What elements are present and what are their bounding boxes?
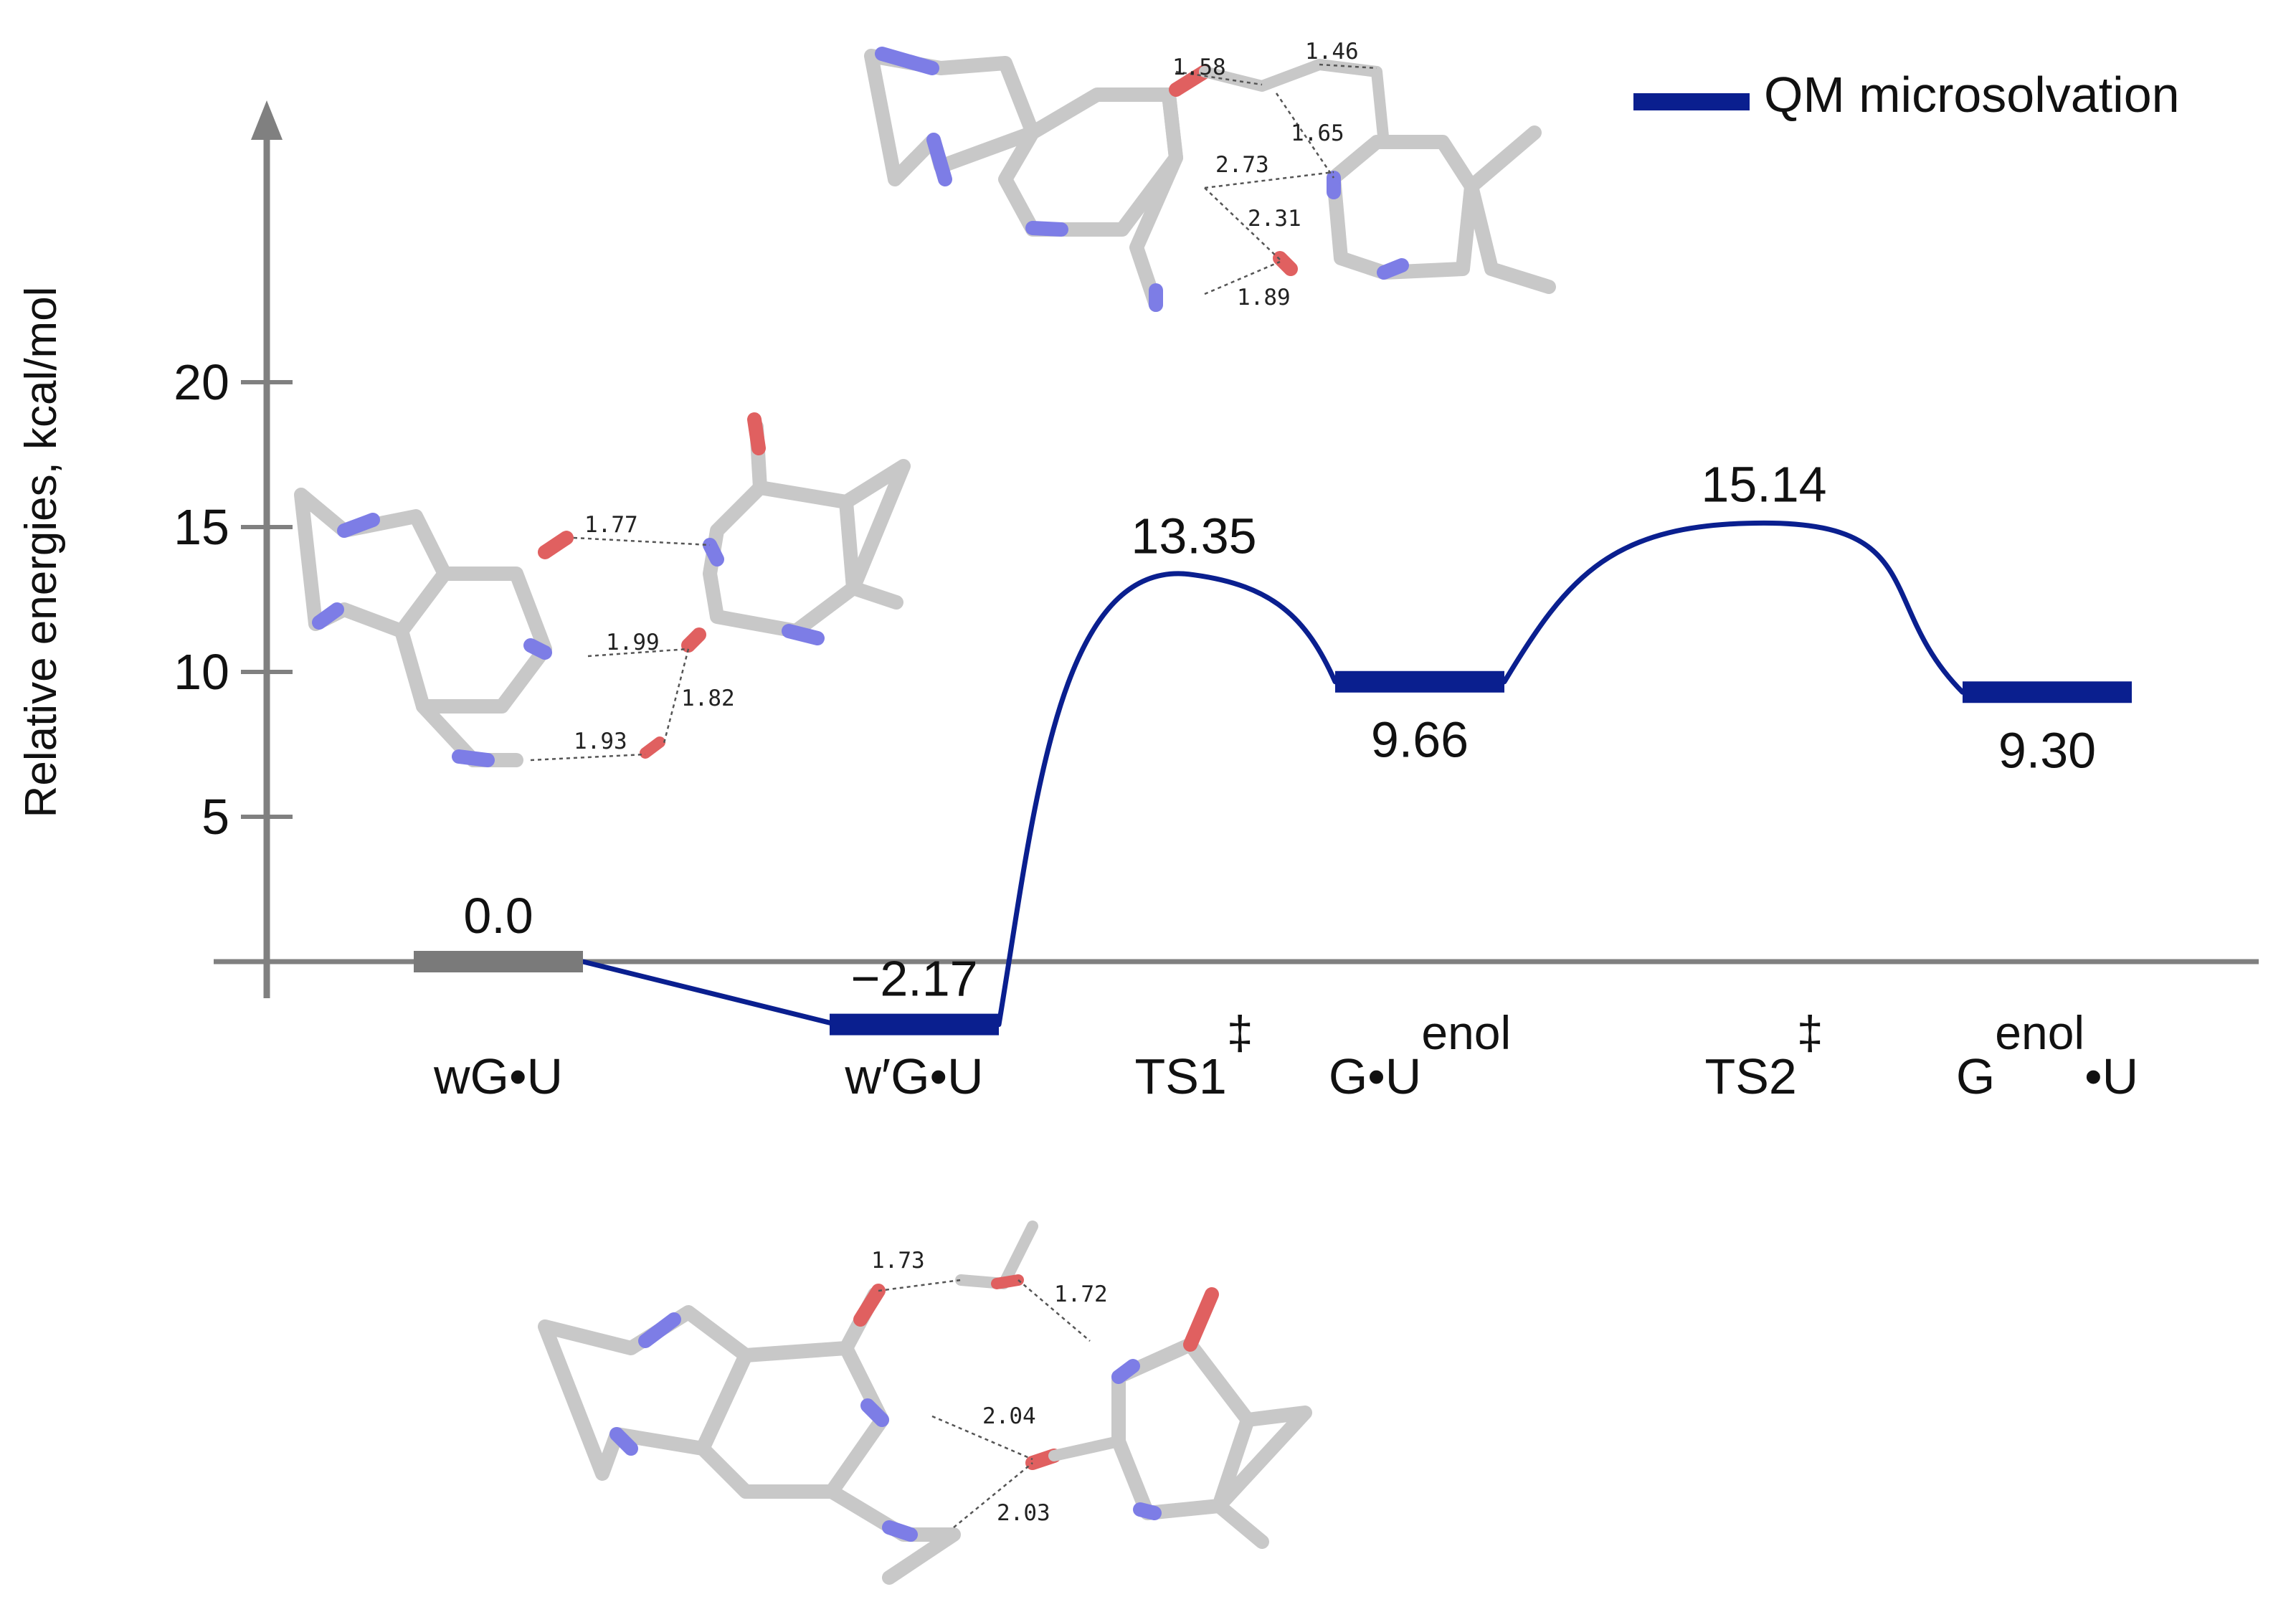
distance-label: 2.04 bbox=[982, 1403, 1036, 1429]
molecule-structure-bottom: 1.73 1.72 2.04 2.03 bbox=[538, 1221, 1312, 1585]
distance-label: 1.72 bbox=[1054, 1281, 1108, 1307]
distance-label: 2.73 bbox=[1215, 152, 1269, 178]
y-tick-label: 20 bbox=[174, 354, 229, 410]
distance-label: 1.73 bbox=[871, 1248, 925, 1274]
data-label: 0.0 bbox=[463, 888, 533, 944]
distance-label: 1.89 bbox=[1237, 285, 1291, 311]
x-tick-label: TS2‡ bbox=[1704, 1006, 1823, 1104]
x-tick-label: G•Uenol bbox=[1329, 1006, 1511, 1104]
data-label: 9.30 bbox=[1998, 722, 2096, 778]
y-tick-label: 10 bbox=[174, 644, 229, 700]
x-tick-label: Genol•U bbox=[1956, 1006, 2138, 1104]
distance-label: 1.58 bbox=[1172, 54, 1226, 80]
distance-label: 1.46 bbox=[1305, 39, 1359, 65]
y-axis-label: Relative energies, kcal/mol bbox=[16, 287, 66, 818]
y-ticks: 5 10 15 20 bbox=[174, 354, 293, 845]
legend: QM microsolvation bbox=[1633, 67, 2180, 123]
distance-label: 1.77 bbox=[584, 512, 638, 538]
distance-label: 1.65 bbox=[1291, 120, 1344, 146]
y-tick-label: 15 bbox=[174, 499, 229, 555]
x-tick-label: w′G•U bbox=[844, 1048, 983, 1104]
data-label: 9.66 bbox=[1371, 712, 1469, 768]
data-label: 15.14 bbox=[1701, 456, 1826, 512]
x-tick-label: wG•U bbox=[433, 1048, 563, 1104]
distance-label: 2.03 bbox=[997, 1500, 1050, 1526]
legend-label: QM microsolvation bbox=[1764, 67, 2180, 123]
molecule-structure-top: 1.58 1.46 1.65 2.73 2.31 1.89 bbox=[864, 39, 1556, 312]
distance-label: 1.93 bbox=[574, 729, 627, 754]
series-line bbox=[580, 520, 1965, 1028]
distance-label: 1.82 bbox=[681, 686, 735, 711]
distance-label: 1.99 bbox=[606, 630, 660, 655]
distance-label: 2.31 bbox=[1248, 206, 1301, 232]
y-axis-arrow-icon bbox=[251, 100, 283, 140]
y-tick-label: 5 bbox=[201, 789, 229, 845]
data-label: 13.35 bbox=[1131, 508, 1256, 564]
x-tick-label: TS1‡ bbox=[1134, 1006, 1253, 1104]
data-label: −2.17 bbox=[850, 951, 977, 1007]
molecule-structure-left: 1.77 1.99 1.82 1.93 bbox=[294, 412, 911, 767]
